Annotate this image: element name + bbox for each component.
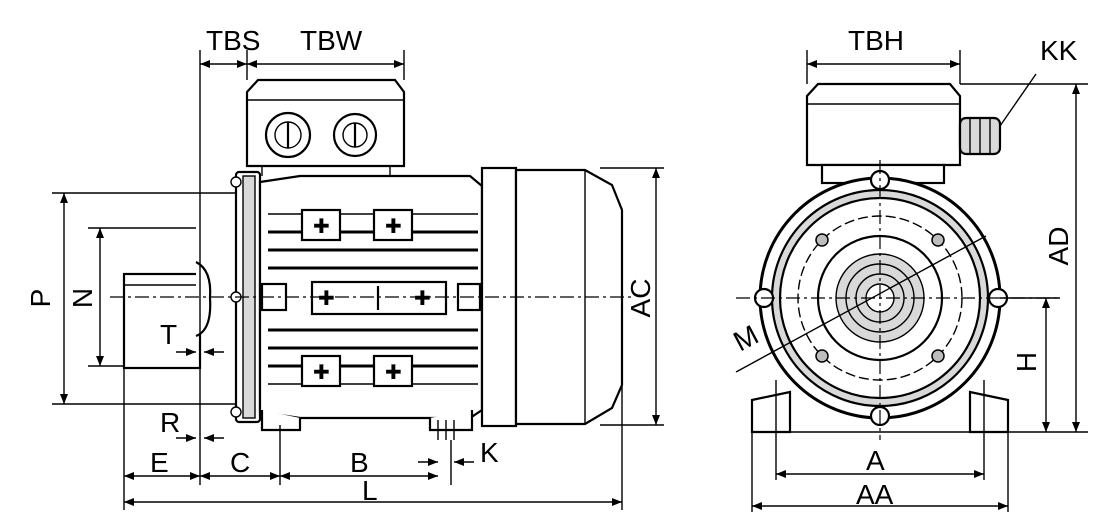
side-labels: TBS TBW P N T R E C B K L AC bbox=[25, 25, 656, 506]
label-a: A bbox=[866, 445, 885, 476]
svg-text:✚: ✚ bbox=[385, 216, 402, 238]
label-m: M bbox=[728, 319, 763, 357]
feet-front bbox=[750, 380, 1010, 434]
label-aa: AA bbox=[856, 479, 894, 510]
front-view: TBH KK AD H M A AA bbox=[728, 25, 1088, 512]
label-r: R bbox=[160, 407, 180, 438]
label-tbw: TBW bbox=[300, 25, 363, 56]
label-c: C bbox=[230, 447, 250, 478]
label-t: T bbox=[160, 319, 177, 350]
side-dimension-lines bbox=[60, 60, 660, 506]
label-n: N bbox=[67, 288, 98, 308]
svg-text:✚: ✚ bbox=[313, 216, 330, 238]
svg-text:✚: ✚ bbox=[313, 362, 330, 384]
svg-text:✚: ✚ bbox=[414, 288, 431, 310]
front-dimension-lines bbox=[752, 60, 1080, 510]
front-labels: TBH KK AD H M A AA bbox=[728, 25, 1077, 510]
label-b: B bbox=[350, 447, 369, 478]
svg-text:✚: ✚ bbox=[385, 362, 402, 384]
label-kk: KK bbox=[1040, 35, 1078, 66]
svg-text:✚: ✚ bbox=[318, 288, 335, 310]
terminal-box-front bbox=[805, 82, 1002, 185]
shaft bbox=[122, 261, 212, 370]
label-k: K bbox=[480, 437, 499, 468]
label-tbs: TBS bbox=[206, 25, 260, 56]
label-ad: AD bbox=[1043, 227, 1074, 266]
label-p: P bbox=[25, 289, 56, 308]
label-tbh: TBH bbox=[848, 25, 904, 56]
label-e: E bbox=[150, 447, 169, 478]
label-l: L bbox=[362, 475, 378, 506]
side-view: ✚ ✚ ✚ ✚ ✚ ✚ bbox=[25, 25, 664, 510]
side-extension-lines bbox=[52, 50, 664, 510]
label-ac: AC bbox=[625, 279, 656, 318]
front-extension-lines bbox=[751, 50, 1088, 512]
label-h: H bbox=[1011, 352, 1042, 372]
motor-body: ✚ ✚ ✚ ✚ ✚ ✚ bbox=[258, 174, 484, 440]
terminal-box bbox=[245, 78, 406, 176]
